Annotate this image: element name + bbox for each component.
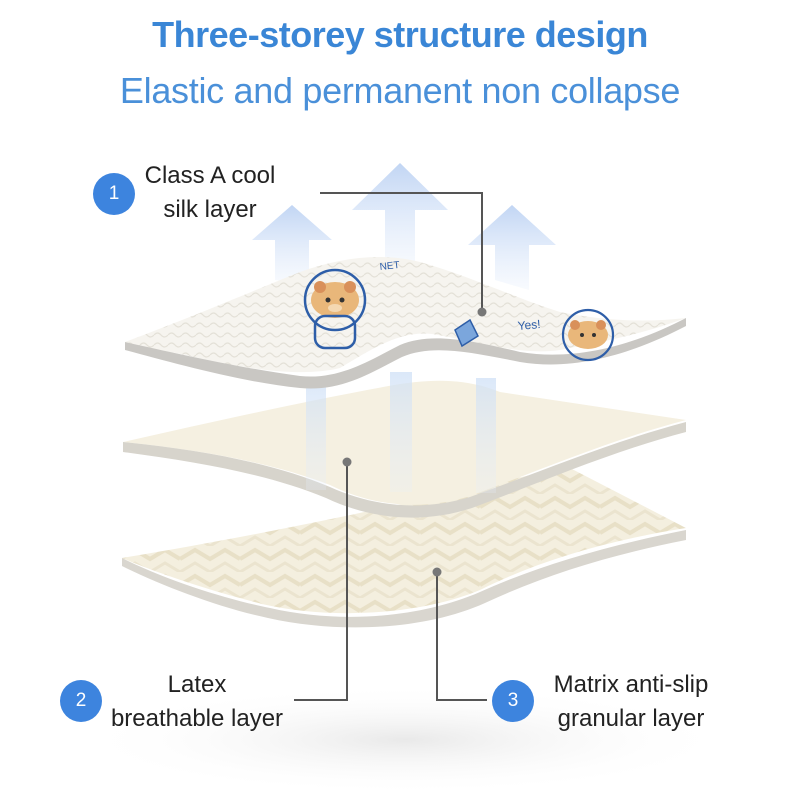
callout-line-1 [320, 192, 483, 312]
callout-dot-1 [477, 307, 487, 317]
arrow-up-icon [352, 163, 448, 270]
print-text-yes: Yes! [517, 317, 541, 333]
layer-label-3: Matrix anti-slip granular layer [545, 668, 717, 736]
page-title: Three-storey structure design [152, 14, 648, 55]
callout-line-3 [436, 572, 487, 701]
callout-dot-2 [342, 457, 352, 467]
granular-layer [122, 468, 686, 628]
floor-shadow [75, 685, 735, 795]
silk-layer: NET Yes! [125, 257, 686, 389]
layer-label-1: Class A cool silk layer [140, 159, 280, 227]
bear-astronaut-print [561, 308, 615, 362]
callout-dot-3 [432, 567, 442, 577]
layer-label-1-line1: Class A cool [144, 162, 276, 189]
layer-label-3-line2: granular layer [557, 705, 705, 732]
layer-label-3-line1: Matrix anti-slip [553, 671, 709, 698]
layer-label-1-line2: silk layer [163, 196, 257, 223]
layer-label-2-line2: breathable layer [110, 705, 284, 732]
callout-dots [342, 307, 487, 577]
callout-lines [294, 192, 487, 701]
callout-line-2 [294, 462, 348, 701]
layer-number-badge-1: 1 [93, 173, 135, 215]
bear-astronaut-print [303, 268, 367, 350]
rocket-print [454, 318, 479, 348]
print-text-net: NET [379, 260, 400, 273]
arrow-up-icon [468, 205, 556, 290]
layer-number-badge-3: 3 [492, 680, 534, 722]
airflow-streams [306, 372, 496, 493]
airflow-arrows [252, 163, 556, 290]
page-subtitle: Elastic and permanent non collapse [119, 70, 681, 111]
arrow-up-icon [252, 205, 332, 285]
layer-number-badge-2: 2 [60, 680, 102, 722]
layer-label-2: Latex breathable layer [104, 668, 290, 736]
layer-label-2-line1: Latex [167, 671, 227, 698]
